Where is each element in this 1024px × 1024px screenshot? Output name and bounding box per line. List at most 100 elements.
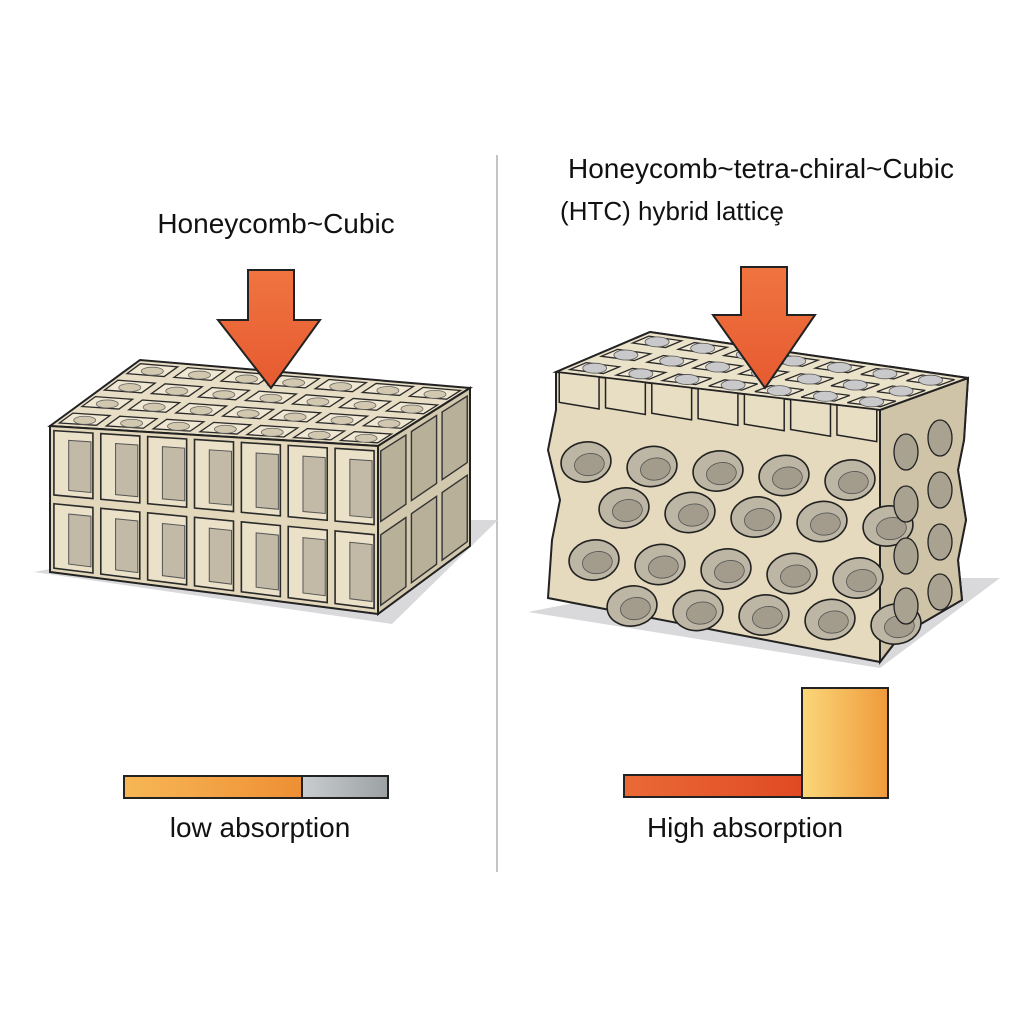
cube-cell-cavity bbox=[255, 532, 279, 591]
htc-top-opening bbox=[613, 349, 639, 361]
top-cell-opening bbox=[213, 424, 237, 434]
top-cell-opening bbox=[188, 370, 211, 380]
right-load-arrow bbox=[711, 266, 817, 390]
chiral-cell-depth bbox=[648, 555, 679, 579]
cube-cell-cavity bbox=[115, 518, 139, 574]
htc-top-opening bbox=[872, 368, 898, 380]
chiral-cell-depth bbox=[810, 512, 841, 536]
top-cell-opening bbox=[354, 433, 378, 443]
side-cell bbox=[441, 473, 468, 562]
top-cell-opening bbox=[73, 415, 97, 425]
cube-cell-cavity bbox=[161, 522, 186, 579]
chiral-cell-depth bbox=[706, 462, 737, 486]
top-cell-opening bbox=[282, 378, 306, 388]
high-bar-red-segment bbox=[623, 774, 803, 798]
top-cell-opening bbox=[189, 406, 213, 415]
side-chiral-cell bbox=[893, 587, 919, 625]
side-cell bbox=[410, 414, 438, 502]
chiral-cell-depth bbox=[752, 606, 783, 630]
left-top-cells bbox=[57, 363, 463, 444]
htc-edge-block bbox=[558, 371, 600, 410]
top-cell-opening bbox=[259, 393, 283, 403]
top-cell-opening bbox=[260, 427, 284, 437]
cube-cell-cavity bbox=[208, 527, 233, 585]
left-load-arrow bbox=[215, 269, 322, 390]
chiral-cell-depth bbox=[574, 453, 605, 477]
side-cell bbox=[441, 394, 468, 481]
cube-cell-cavity bbox=[302, 537, 326, 597]
side-chiral-cell bbox=[893, 433, 919, 471]
high-bar-tall-segment bbox=[801, 687, 889, 799]
chiral-cell-depth bbox=[744, 508, 775, 532]
chiral-cell-depth bbox=[686, 601, 717, 625]
left-side-cells bbox=[380, 394, 468, 607]
cube-cell-cavity bbox=[68, 513, 92, 568]
left-front-cells bbox=[53, 429, 375, 610]
top-cell-opening bbox=[142, 402, 166, 412]
top-cell-opening bbox=[212, 390, 236, 400]
side-chiral-cell bbox=[893, 485, 919, 523]
side-chiral-cell bbox=[927, 419, 953, 457]
htc-edge-block bbox=[651, 382, 693, 421]
left-lattice-title: Honeycomb~Cubic bbox=[157, 208, 395, 239]
right-lattice-title-line1: Honeycomb~tetra-chiral~Cubic bbox=[568, 153, 954, 184]
top-cell-opening bbox=[140, 366, 164, 376]
cube-cell-cavity bbox=[68, 439, 92, 494]
right-top-cells bbox=[558, 335, 955, 443]
honeycomb-cubic-lattice bbox=[34, 358, 498, 624]
chiral-cell-depth bbox=[640, 457, 671, 481]
side-chiral-cell bbox=[927, 471, 953, 509]
top-cell-opening bbox=[165, 386, 189, 396]
side-cell bbox=[410, 495, 438, 585]
cube-cell-cavity bbox=[115, 442, 139, 498]
htc-top-opening bbox=[859, 396, 884, 408]
htc-hybrid-lattice bbox=[528, 330, 1000, 668]
htc-top-opening bbox=[582, 362, 608, 374]
cube-cell-cavity bbox=[349, 541, 373, 603]
htc-edge-block bbox=[697, 387, 739, 427]
htc-top-opening bbox=[813, 390, 838, 402]
chiral-cell-depth bbox=[818, 610, 849, 634]
right-holes bbox=[560, 419, 953, 645]
top-cell-opening bbox=[329, 382, 353, 392]
chiral-cell-depth bbox=[612, 499, 643, 523]
high-absorption-bar bbox=[623, 687, 889, 799]
htc-top-opening bbox=[888, 385, 914, 397]
cube-cell-cavity bbox=[349, 458, 373, 519]
htc-top-opening bbox=[796, 373, 822, 385]
htc-top-opening bbox=[674, 374, 700, 385]
chiral-cell-depth bbox=[620, 597, 651, 621]
side-cell bbox=[380, 433, 407, 523]
top-cell-opening bbox=[120, 418, 143, 428]
top-cell-opening bbox=[95, 399, 119, 409]
top-cell-opening bbox=[167, 421, 190, 431]
left-absorption-caption: low absorption bbox=[169, 812, 351, 843]
htc-edge-block bbox=[789, 398, 832, 438]
htc-top-opening bbox=[705, 361, 731, 373]
top-cell-opening bbox=[376, 386, 400, 395]
htc-top-opening bbox=[628, 368, 654, 380]
right-absorption-caption: High absorption bbox=[646, 812, 844, 843]
htc-edge-block bbox=[836, 404, 878, 443]
htc-top-opening bbox=[644, 336, 670, 348]
htc-top-opening bbox=[659, 355, 685, 367]
chiral-cell-depth bbox=[582, 551, 613, 575]
chiral-cell-depth bbox=[772, 466, 803, 490]
htc-top-opening bbox=[842, 379, 868, 391]
top-cell-opening bbox=[377, 419, 401, 429]
htc-edge-block bbox=[743, 393, 785, 432]
chiral-cell-depth bbox=[780, 564, 811, 588]
cube-cell-cavity bbox=[161, 446, 186, 502]
cube-cell-cavity bbox=[208, 449, 233, 506]
top-cell-opening bbox=[353, 401, 377, 410]
side-chiral-cell bbox=[893, 537, 919, 575]
top-cell-opening bbox=[423, 389, 447, 399]
side-cell bbox=[380, 516, 407, 607]
chiral-cell-depth bbox=[714, 560, 745, 584]
htc-top-opening bbox=[690, 342, 716, 354]
side-chiral-cell bbox=[927, 523, 953, 561]
top-cell-opening bbox=[236, 409, 260, 419]
cube-cell-cavity bbox=[255, 452, 279, 510]
cube-cell-cavity bbox=[302, 455, 326, 515]
